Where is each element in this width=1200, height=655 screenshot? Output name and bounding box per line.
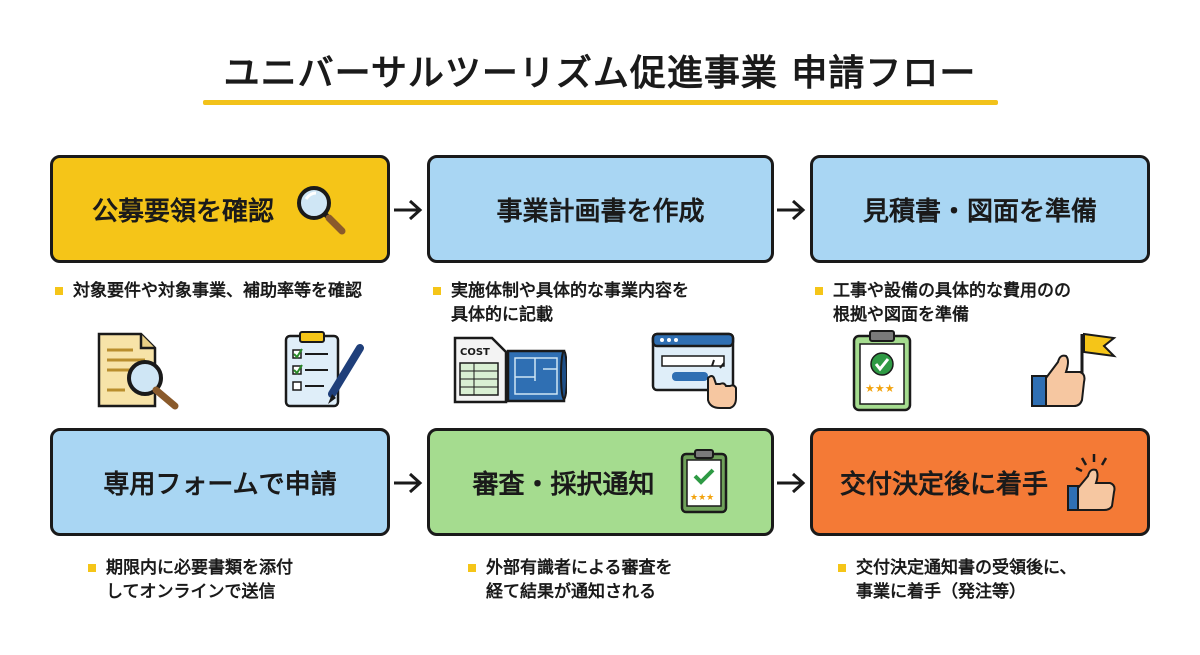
web-form-click-icon (651, 332, 737, 409)
thumbs-up-spark-icon (1067, 454, 1116, 511)
document-magnifier-icon (97, 332, 179, 410)
arrow-right-icon (394, 199, 423, 221)
step-4-box: 専用フォームで申請 (50, 428, 390, 536)
svg-text:★★★: ★★★ (865, 382, 895, 395)
cost-label: COST (460, 347, 490, 358)
step-2-label: 事業計画書を作成 (496, 196, 705, 227)
title-underline (203, 100, 998, 105)
page-title: ユニバーサルツーリズム促進事業 申請フロー (223, 53, 977, 94)
bullet-marker (468, 564, 476, 572)
bullet-marker (88, 564, 96, 572)
thumbs-up-flag-icon (1031, 332, 1117, 407)
arrow-right-icon (394, 472, 423, 494)
bullet-marker (433, 287, 441, 295)
step-4-description: 期限内に必要書類を添付 してオンラインで送信 (88, 556, 408, 604)
magnifier-icon (297, 186, 346, 235)
step-2-box: 事業計画書を作成 (427, 155, 774, 263)
bullet-marker (815, 287, 823, 295)
svg-text:★★★: ★★★ (690, 493, 714, 503)
step-6-label: 交付決定後に着手 (839, 469, 1048, 500)
step-3-label: 見積書・図面を準備 (862, 196, 1097, 227)
arrow-right-icon (777, 472, 806, 494)
step-5-label: 審査・採択通知 (472, 469, 655, 500)
arrow-right-icon (777, 199, 806, 221)
step-1-label: 公募要領を確認 (91, 196, 274, 227)
step-1-box: 公募要領を確認 (50, 155, 390, 263)
blueprint-icon (506, 349, 567, 403)
checklist-pen-icon (284, 331, 364, 408)
step-5-box: 審査・採択通知 ★★★ (427, 428, 774, 536)
approved-clipboard-icon: ★★★ (852, 330, 912, 412)
bullet-marker (55, 287, 63, 295)
step-2-description: 実施体制や具体的な事業内容を 具体的に記載 (433, 279, 793, 327)
approved-clipboard-icon: ★★★ (680, 449, 727, 514)
step-6-description: 交付決定通知書の受領後に、 事業に着手（発注等） (838, 556, 1158, 604)
step-1-description: 対象要件や対象事業、補助率等を確認 (55, 279, 415, 303)
step-3-description: 工事や設備の具体的な費用のの 根拠や図面を準備 (815, 279, 1175, 327)
cost-sheet-icon: COST (453, 336, 508, 404)
step-4-label: 専用フォームで申請 (103, 469, 337, 500)
bullet-marker (838, 564, 846, 572)
step-3-box: 見積書・図面を準備 (810, 155, 1150, 263)
step-6-box: 交付決定後に着手 (810, 428, 1150, 536)
step-5-description: 外部有識者による審査を 経て結果が通知される (468, 556, 788, 604)
